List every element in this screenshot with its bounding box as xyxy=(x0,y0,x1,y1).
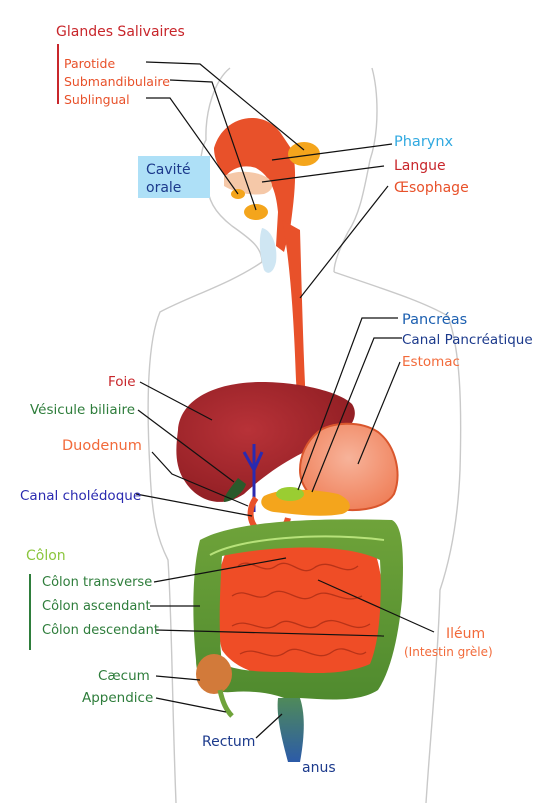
trachea xyxy=(259,228,277,273)
label-colon: Côlon xyxy=(26,548,66,564)
label-anus: anus xyxy=(302,760,336,776)
caecum xyxy=(196,654,232,694)
label-submandibular: Submandibulaire xyxy=(64,74,170,89)
small-intestine xyxy=(216,537,384,679)
label-duodenum: Duodenum xyxy=(62,438,142,454)
label-appendix: Appendice xyxy=(82,690,153,706)
label-salivary-glands: Glandes Salivaires xyxy=(56,24,185,40)
label-stomach: Estomac xyxy=(402,354,460,370)
label-ascending-colon: Côlon ascendant xyxy=(42,599,151,614)
label-sublingual: Sublingual xyxy=(64,92,130,107)
label-tongue: Langue xyxy=(394,158,446,174)
label-descending-colon: Côlon descendant xyxy=(42,623,159,638)
appendix xyxy=(217,689,234,718)
label-oral-cavity-line1: Cavité xyxy=(146,162,191,178)
label-gallbladder: Vésicule biliaire xyxy=(30,402,135,418)
parotid-gland xyxy=(288,142,320,166)
submandibular-gland xyxy=(244,204,268,220)
pancreatic-head xyxy=(276,487,304,501)
label-liver: Foie xyxy=(108,374,136,390)
small-intestine-coils xyxy=(231,562,371,657)
stomach xyxy=(298,422,399,511)
esophagus xyxy=(282,220,308,440)
label-parotid: Parotide xyxy=(64,56,115,71)
colon-highlight xyxy=(209,535,385,556)
label-rectum: Rectum xyxy=(202,734,255,750)
head-organs xyxy=(214,118,320,273)
label-esophagus: Œsophage xyxy=(394,180,469,196)
oral-cavity-highlight xyxy=(138,156,210,198)
rectum-organ xyxy=(277,698,304,762)
label-transverse-colon: Côlon transverse xyxy=(42,575,152,590)
label-pharynx: Pharynx xyxy=(394,134,454,150)
leader-lines xyxy=(135,61,435,739)
label-small-intestine: (Intestin grèle) xyxy=(404,645,493,659)
label-ileum: Iléum xyxy=(446,626,485,642)
label-caecum: Cæcum xyxy=(98,668,150,684)
label-oral-cavity-line2: orale xyxy=(146,180,181,196)
label-bile-duct: Canal cholédoque xyxy=(20,488,141,504)
label-pancreas: Pancréas xyxy=(402,312,467,328)
label-pancreatic-duct: Canal Pancréatique xyxy=(402,332,533,348)
gallbladder xyxy=(223,478,246,502)
